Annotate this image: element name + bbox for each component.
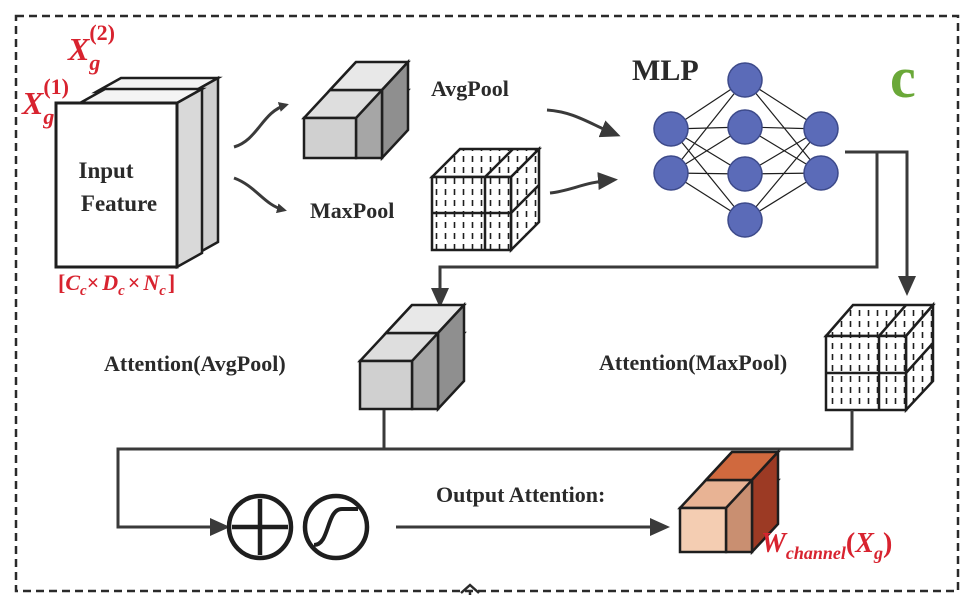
avgpool-label: AvgPool bbox=[431, 76, 509, 101]
merge-line bbox=[116, 410, 386, 536]
sum-icon bbox=[226, 493, 294, 561]
avgpool-cuboid bbox=[301, 58, 411, 162]
mlp-hidden-node bbox=[727, 156, 763, 192]
maxpool-merge-line bbox=[384, 410, 854, 451]
maxpool-label: MaxPool bbox=[310, 198, 394, 223]
input-to-maxpool-arrow bbox=[233, 176, 287, 214]
mlp-network bbox=[670, 79, 822, 221]
input-shape-label: [Cc×Dc×Nc] bbox=[58, 270, 175, 299]
output-attention-label: Output Attention: bbox=[436, 482, 605, 507]
mlp-hidden-node bbox=[727, 202, 763, 238]
input-feature-label-line1: Input bbox=[79, 158, 134, 183]
avgpool-to-mlp-arrow bbox=[546, 108, 621, 138]
input-feature-label-line2: Feature bbox=[81, 191, 157, 216]
attention-maxpool-cuboid bbox=[823, 301, 936, 414]
x-g-1-label: Xg(1) bbox=[21, 74, 69, 129]
mlp-to-attention-avg-line bbox=[431, 152, 879, 308]
sigmoid-icon bbox=[302, 493, 370, 561]
output-attention-cuboid bbox=[677, 448, 781, 556]
output-weight-label: Wchannel(Xg) bbox=[761, 528, 892, 563]
attention-avgpool-cuboid bbox=[357, 301, 467, 413]
x-g-2-label: Xg(2) bbox=[67, 20, 115, 75]
panel-tag: c bbox=[890, 45, 916, 110]
mlp-hidden-node bbox=[727, 62, 763, 98]
maxpool-to-mlp-arrow bbox=[549, 172, 618, 195]
mlp-hidden-node bbox=[727, 109, 763, 145]
mlp-output-node bbox=[803, 111, 839, 147]
attention-maxpool-label: Attention(MaxPool) bbox=[599, 350, 787, 375]
input-to-avgpool-arrow bbox=[233, 102, 289, 149]
mlp-input-node bbox=[653, 155, 689, 191]
mlp-output-line bbox=[845, 150, 916, 296]
mlp-input-node bbox=[653, 111, 689, 147]
mlp-nodes bbox=[653, 62, 839, 238]
input-feature-cube bbox=[54, 75, 223, 270]
panel-bottom-arrow bbox=[460, 583, 480, 594]
maxpool-cuboid bbox=[428, 145, 543, 254]
mlp-label: MLP bbox=[632, 54, 699, 87]
attention-avgpool-label: Attention(AvgPool) bbox=[104, 351, 286, 376]
mlp-output-node bbox=[803, 155, 839, 191]
panel-border bbox=[14, 14, 960, 593]
